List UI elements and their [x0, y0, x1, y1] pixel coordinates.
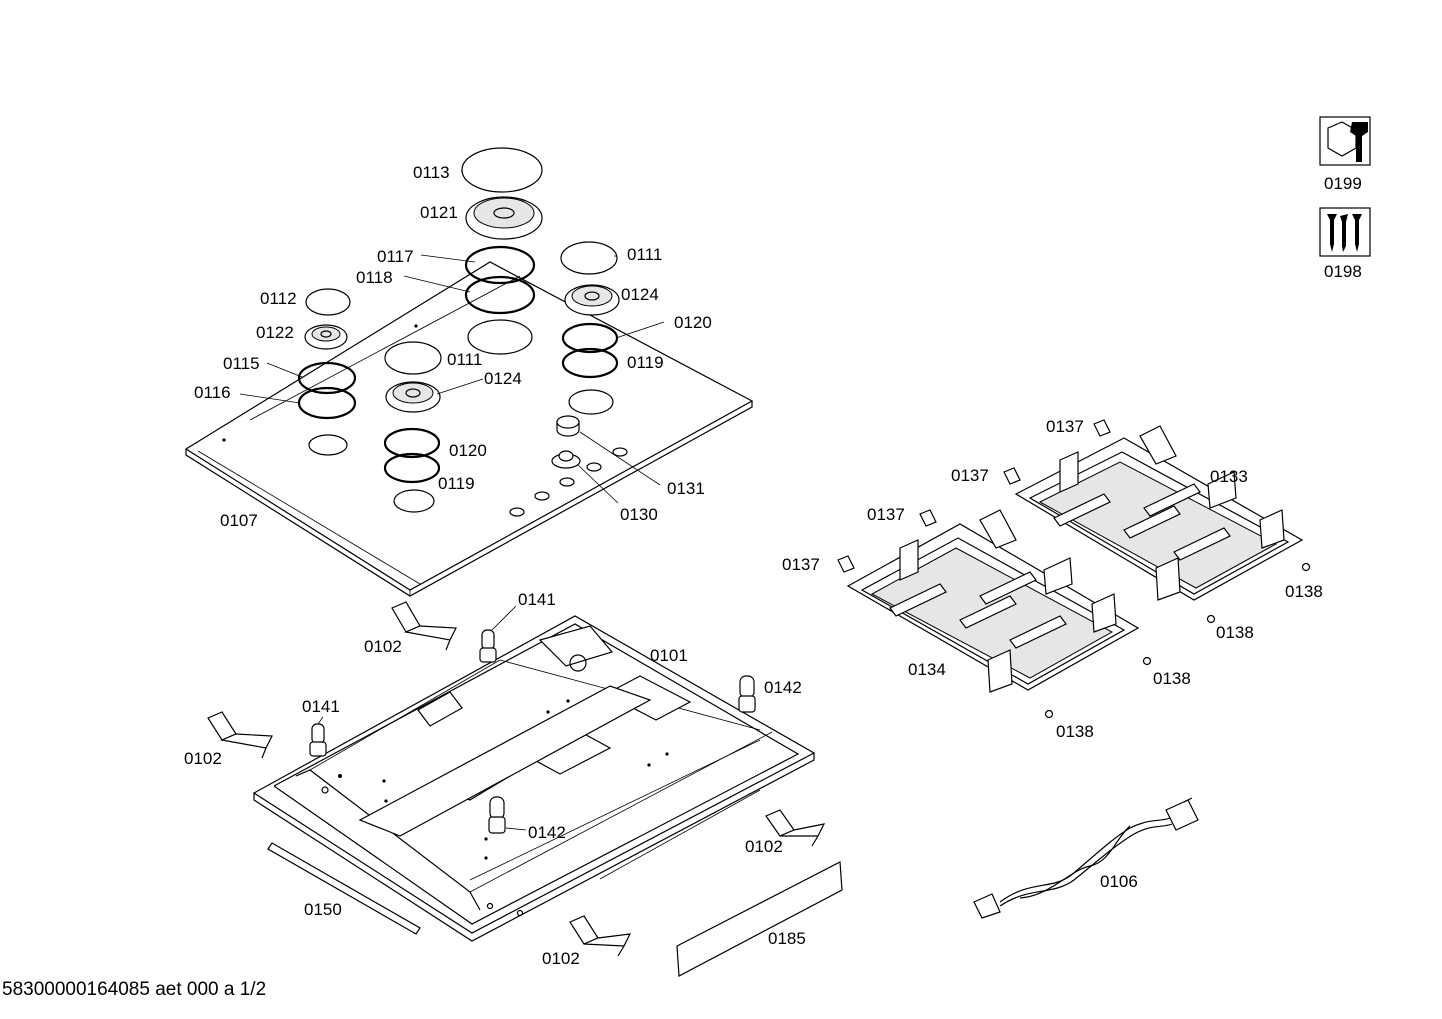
label-0142-center: 0142: [528, 823, 566, 842]
burner-head-medium-right: [564, 284, 620, 316]
label-0113: 0113: [413, 163, 450, 182]
burner-head-medium-center: [385, 381, 441, 413]
burner-head-large: [465, 196, 543, 240]
label-0102-top: 0102: [364, 637, 402, 656]
part-labels: 0113 0121 0117 0118 0111 0112 0124 0122 …: [184, 163, 1362, 968]
wrench-nut-icon: [1319, 116, 1371, 166]
clamp-bracket-left: [207, 711, 273, 759]
label-0137-d: 0137: [782, 555, 820, 574]
rating-label-plate: [676, 861, 843, 977]
knob-bezel: [551, 450, 581, 469]
label-0117: 0117: [377, 247, 414, 266]
clamp-bracket-right: [765, 809, 826, 847]
pan-support-left-0134: [846, 509, 1140, 693]
label-0137-c: 0137: [867, 505, 905, 524]
control-knob: [556, 415, 580, 437]
hob-base-tray: [252, 615, 816, 942]
rubber-clip: [837, 419, 1111, 573]
power-cord: [973, 797, 1199, 919]
label-0198: 0198: [1324, 262, 1362, 281]
label-0141-right: 0141: [518, 590, 556, 609]
label-0124-center: 0124: [484, 369, 522, 388]
cooktop-panel: [184, 261, 754, 597]
label-0142-right: 0142: [764, 678, 802, 697]
clamp-bracket-top: [391, 601, 457, 651]
label-0119-right: 0119: [627, 353, 664, 372]
screws-icon: [1319, 207, 1371, 257]
label-0120-center: 0120: [449, 441, 487, 460]
label-0150: 0150: [304, 900, 342, 919]
label-0130: 0130: [620, 505, 658, 524]
label-0102-right: 0102: [745, 837, 783, 856]
label-0122: 0122: [256, 323, 294, 342]
label-0199: 0199: [1324, 174, 1362, 193]
label-0107: 0107: [220, 511, 258, 530]
rubber-foot: [1044, 562, 1311, 719]
seal-strip: [267, 842, 421, 935]
label-0137-a: 0137: [1046, 417, 1084, 436]
foot-0141-right: [479, 629, 497, 663]
label-0138-b: 0138: [1216, 623, 1254, 642]
document-footer-code: 58300000164085 aet 000 a 1/2: [2, 979, 267, 1000]
clamp-bracket-bottom: [569, 915, 632, 957]
label-0106: 0106: [1100, 872, 1138, 891]
label-0138-a: 0138: [1285, 582, 1323, 601]
label-0134: 0134: [908, 660, 946, 679]
foot-0142-right: [738, 675, 756, 713]
pan-support-right-0133: [1014, 425, 1304, 601]
label-0141-left: 0141: [302, 697, 340, 716]
label-0118: 0118: [356, 268, 393, 287]
burner-head-small: [304, 324, 348, 350]
label-0116: 0116: [194, 383, 231, 402]
label-0111-right: 0111: [627, 245, 662, 264]
label-0131: 0131: [667, 479, 705, 498]
foot-0141-left: [309, 723, 327, 757]
label-0121: 0121: [420, 203, 458, 222]
label-0111-center: 0111: [447, 350, 482, 369]
label-0102-left: 0102: [184, 749, 222, 768]
label-0138-d: 0138: [1056, 722, 1094, 741]
label-0133: 0133: [1210, 467, 1248, 486]
foot-0142-center: [488, 796, 506, 834]
label-0185: 0185: [768, 929, 806, 948]
label-0120-right: 0120: [674, 313, 712, 332]
label-0101: 0101: [650, 646, 688, 665]
label-0115: 0115: [223, 354, 260, 373]
label-0119-center: 0119: [438, 474, 475, 493]
label-0102-bottom: 0102: [542, 949, 580, 968]
label-0137-b: 0137: [951, 466, 989, 485]
label-0138-c: 0138: [1153, 669, 1191, 688]
label-0124-right: 0124: [621, 285, 659, 304]
burner-cap-large: [461, 147, 543, 193]
label-0112: 0112: [260, 289, 297, 308]
